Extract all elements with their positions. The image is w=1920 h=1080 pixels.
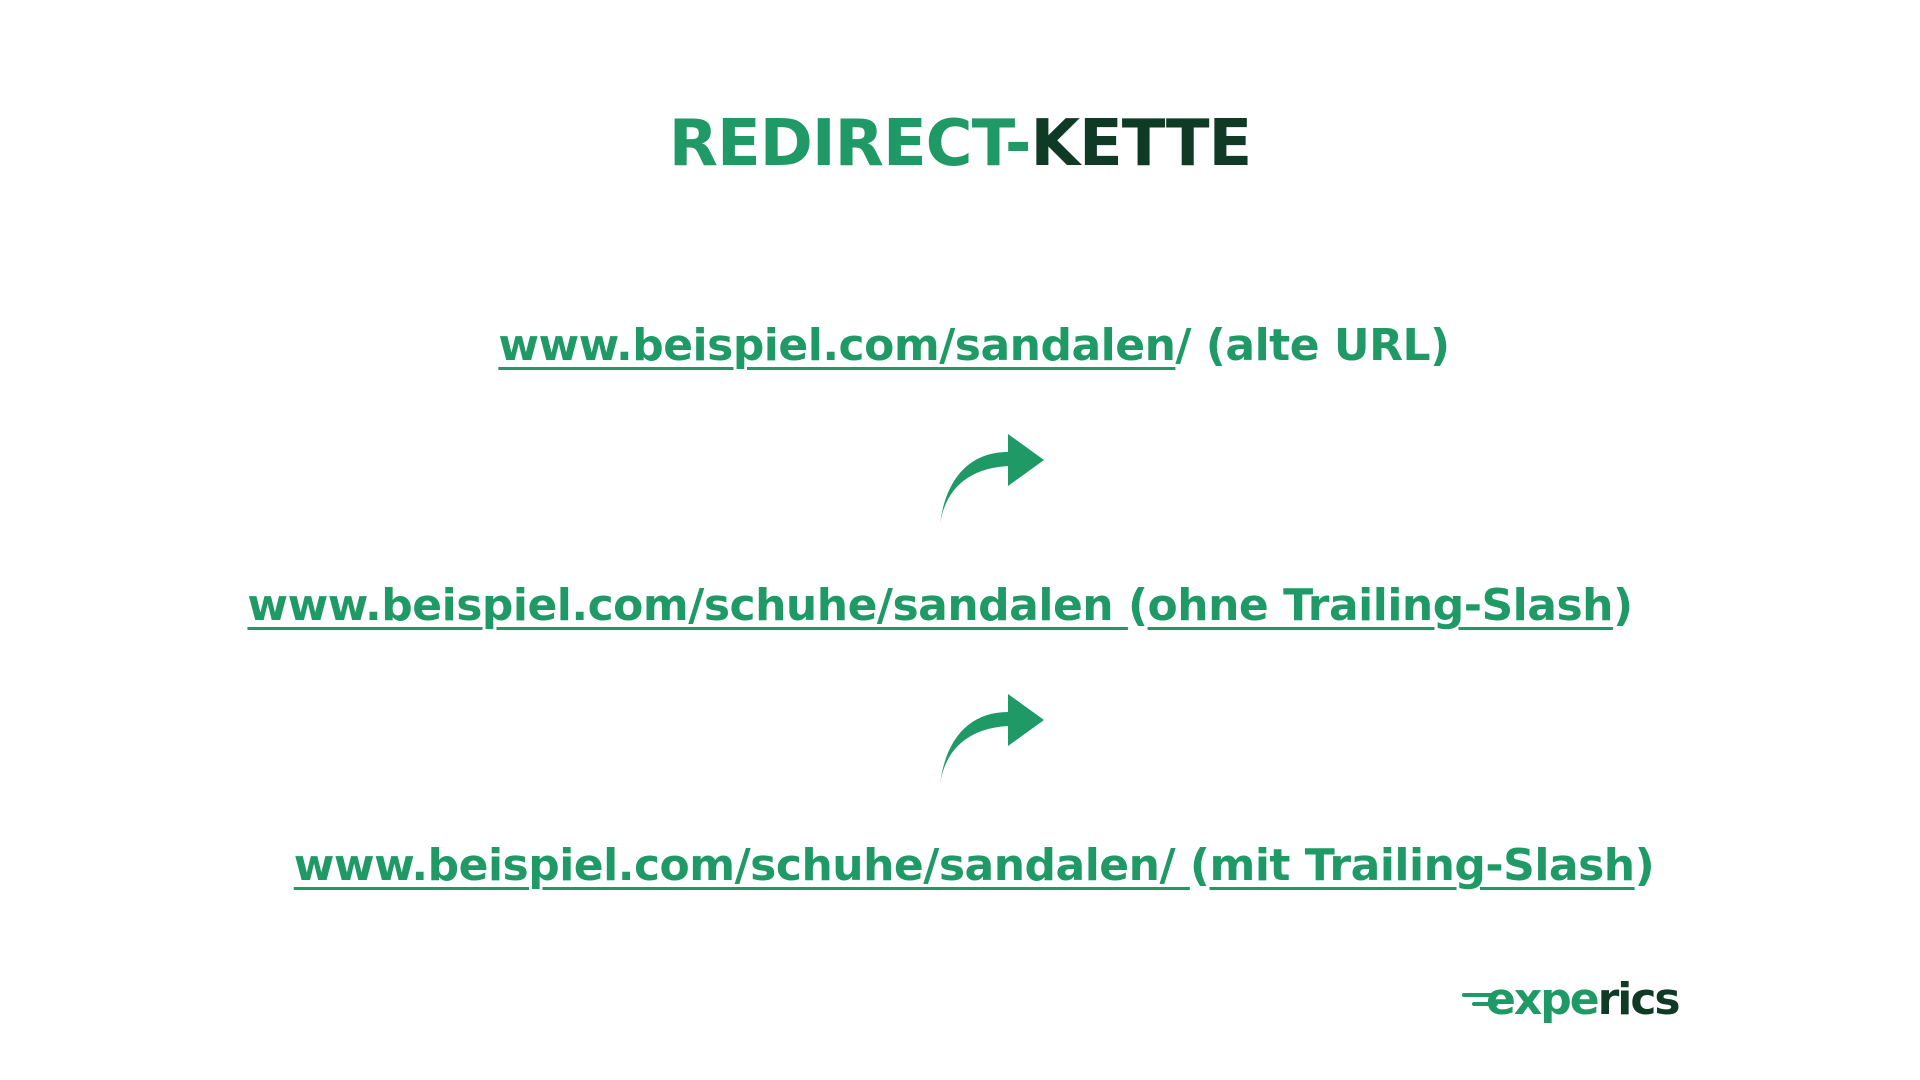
url-no-trailing-slash-link[interactable]: www.beispiel.com/schuhe/sandalen (247, 580, 1128, 631)
redirect-arrow-icon (940, 694, 1044, 784)
old-url-suffix: / (alte URL) (1175, 320, 1450, 371)
redirect-arrow-icon (940, 434, 1044, 524)
url-with-trailing-slash-link[interactable]: www.beispiel.com/schuhe/sandalen/ (293, 840, 1190, 891)
experics-logo: experics (1462, 975, 1682, 1035)
page-title: REDIRECT-KETTE (0, 104, 1920, 184)
note-with-trailing-slash: mit Trailing-Slash (1209, 840, 1635, 891)
speed-lines-icon (1462, 993, 1498, 1006)
close-paren: ) (1634, 840, 1655, 891)
chain-step-with-trailing-slash: www.beispiel.com/schuhe/sandalen/ (mit T… (14, 838, 1920, 894)
chain-step-old-url: www.beispiel.com/sandalen/ (alte URL) (14, 318, 1920, 374)
logo-part-rics: rics (1597, 974, 1681, 1025)
title-part-kette: KETTE (1030, 107, 1252, 181)
old-url-link[interactable]: www.beispiel.com/sandalen (498, 320, 1176, 371)
open-paren: ( (1189, 840, 1210, 891)
note-no-trailing-slash: ohne Trailing-Slash (1147, 580, 1614, 631)
close-paren: ) (1612, 580, 1633, 631)
chain-step-no-trailing-slash: www.beispiel.com/schuhe/sandalen (ohne T… (0, 578, 1900, 634)
open-paren: ( (1127, 580, 1148, 631)
logo-part-expe: expe (1486, 974, 1600, 1025)
title-part-redirect: REDIRECT- (668, 107, 1032, 181)
